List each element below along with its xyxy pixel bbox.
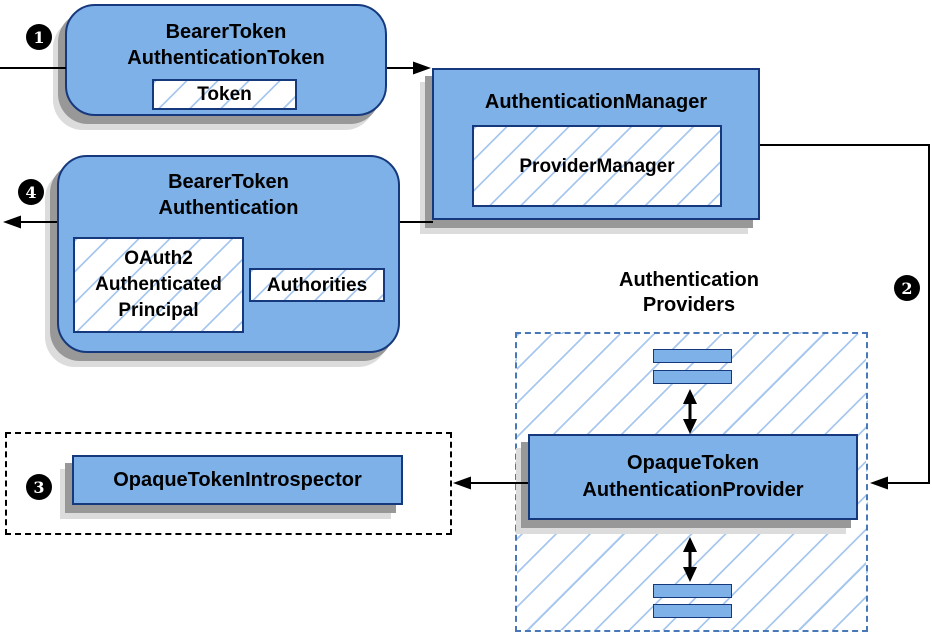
opaque-token-authentication-provider-node: OpaqueToken AuthenticationProvider: [528, 434, 858, 520]
token-to-manager-arrowhead: [413, 61, 431, 75]
bearer-token-authentication-title: BearerToken Authentication: [158, 171, 299, 219]
provider-stack-top-bar-1: [653, 349, 732, 363]
bearer-token-authentication-token-node: BearerToken AuthenticationToken Token: [65, 4, 387, 116]
step-2-marker: 2: [894, 275, 920, 301]
provider-stack-bottom-bar-1: [653, 584, 732, 598]
authentication-manager-title: AuthenticationManager: [484, 91, 708, 113]
step-4-marker: 4: [18, 179, 44, 205]
bearer-token-authentication-token-title: BearerToken AuthenticationToken: [127, 21, 325, 69]
token-chip: Token: [152, 79, 297, 110]
oauth2-authenticated-principal-chip: OAuth2 Authenticated Principal: [73, 237, 244, 333]
authorities-chip: Authorities: [249, 268, 385, 302]
authentication-providers-label: Authentication Providers: [619, 269, 759, 316]
provider-to-introspector-arrowhead: [453, 476, 471, 490]
step-1-marker: 1: [26, 24, 52, 50]
opaque-token-introspector-container: OpaqueTokenIntrospector: [5, 432, 452, 535]
step-3-marker: 3: [26, 474, 52, 500]
authentication-out-arrowhead: [3, 215, 21, 229]
provider-stack-bottom-bar-2: [653, 604, 732, 618]
opaque-token-introspector-node: OpaqueTokenIntrospector: [72, 455, 403, 505]
provider-stack-top-bar-2: [653, 370, 732, 384]
bearer-token-authentication-node: BearerToken Authentication OAuth2 Authen…: [57, 155, 400, 353]
manager-to-provider-arrowhead: [870, 476, 888, 490]
authentication-manager-node: AuthenticationManager ProviderManager: [432, 68, 760, 220]
provider-manager-chip: ProviderManager: [472, 125, 722, 207]
